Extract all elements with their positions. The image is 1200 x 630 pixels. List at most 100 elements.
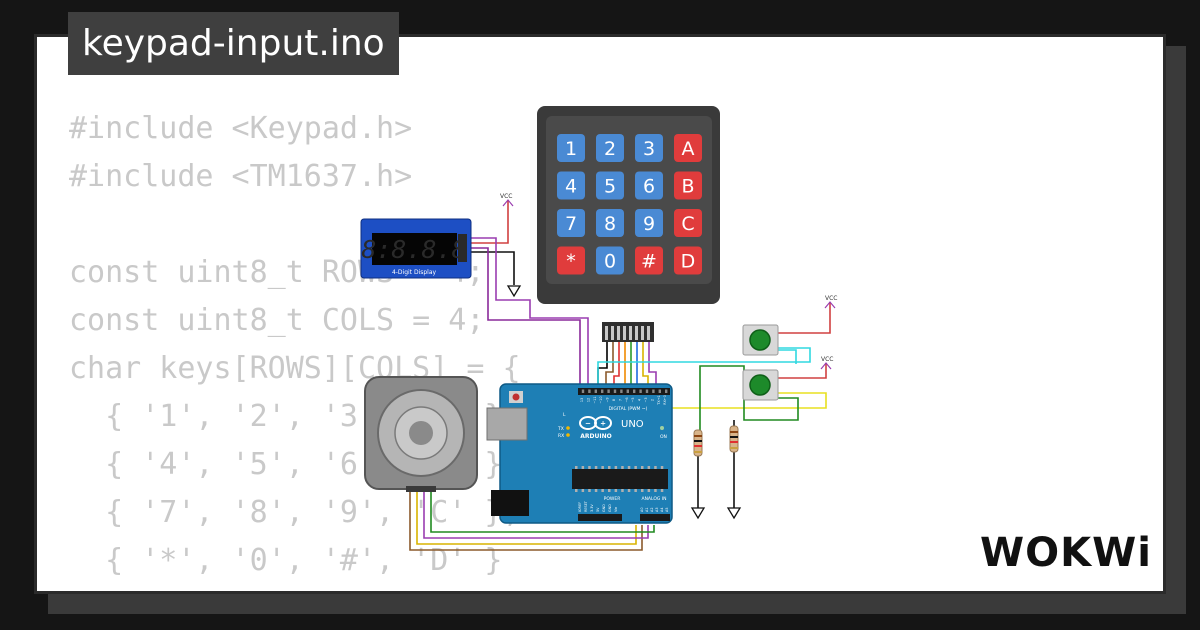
analog-pin-label: A5 (665, 508, 669, 512)
resistor-2[interactable] (729, 425, 739, 453)
pin-socket[interactable] (626, 389, 629, 394)
keypad-key[interactable]: D (674, 246, 702, 275)
code-listing: #include <Keypad.h> #include <TM1637.h> co… (69, 105, 521, 591)
digital-pin-label: ~10 (599, 396, 603, 403)
wire-button1-signal[interactable] (597, 347, 811, 388)
pin-socket[interactable] (581, 389, 585, 394)
keypad-key[interactable]: # (635, 246, 663, 275)
digital-pin-label: 13 (580, 398, 584, 402)
keypad-key[interactable]: 2 (596, 134, 624, 162)
digital-pin-label: ~11 (593, 396, 597, 403)
wire-display-vcc[interactable] (466, 200, 509, 244)
keypad-key[interactable]: 0 (596, 246, 624, 275)
keypad-connector (605, 326, 650, 340)
wire-motor-2[interactable] (416, 490, 637, 545)
wire-display-clk[interactable] (466, 237, 589, 388)
power-label: POWER (604, 496, 621, 502)
keypad-key[interactable]: * (557, 246, 585, 275)
pin-socket[interactable] (601, 389, 604, 394)
pin-socket[interactable] (620, 389, 623, 394)
keypad-key-label: B (681, 176, 694, 198)
wires (409, 200, 831, 551)
keypad-key-label: 3 (643, 138, 655, 160)
wire-button2-gnd[interactable] (699, 365, 799, 430)
wire-display-gnd[interactable] (466, 251, 515, 285)
keypad-key-label: 5 (604, 176, 616, 198)
digital-pin-label: 4 (638, 399, 642, 401)
keypad-key[interactable]: 7 (557, 209, 585, 237)
digital-pin-label: 7 (618, 399, 622, 401)
ground-symbol (726, 507, 742, 520)
pin-socket[interactable] (633, 389, 636, 394)
pin-socket[interactable] (645, 389, 649, 394)
keypad-key[interactable]: A (674, 134, 702, 162)
power-pin-label: GND (608, 504, 612, 512)
atmega-chip-pins (575, 466, 664, 492)
wire-button2-vcc[interactable] (778, 363, 827, 379)
connector-pin (611, 326, 614, 340)
code-line: #include <TM1637.h> (69, 159, 413, 194)
vcc-symbol: VCC (820, 356, 833, 370)
keypad-key[interactable]: C (674, 209, 702, 237)
pin-socket[interactable] (652, 389, 655, 394)
vcc-label: VCC (500, 193, 512, 200)
connector-pin (641, 326, 644, 340)
pushbutton-2[interactable] (742, 369, 779, 401)
pin-socket[interactable] (607, 389, 610, 394)
wire-keypad-8[interactable] (648, 342, 657, 388)
keypad-key[interactable]: 9 (635, 209, 663, 237)
keypad-key-label: A (682, 138, 695, 160)
tm1637-display[interactable]: 8:8.8.8 4-Digit Display (360, 218, 472, 279)
vcc-label: VCC (825, 295, 837, 302)
digital-pin-label: RX←0 (663, 395, 667, 405)
wire-keypad-7[interactable] (642, 342, 649, 388)
keypad-key-label: C (681, 213, 694, 235)
digital-pin-label: ~3 (644, 398, 648, 403)
ground-symbol (506, 285, 522, 298)
keypad-key[interactable]: 6 (635, 171, 663, 200)
keypad-key[interactable]: 5 (596, 171, 624, 200)
l-label: L (563, 412, 566, 418)
wire-button1-loop[interactable] (778, 349, 797, 364)
wire-keypad-2[interactable] (605, 342, 614, 388)
pin-socket[interactable] (588, 389, 591, 394)
pin-socket[interactable] (665, 389, 668, 394)
pin-socket[interactable] (613, 389, 617, 394)
pin-socket[interactable] (658, 389, 661, 394)
code-line: #include <Keypad.h> (69, 111, 413, 146)
keypad-key[interactable]: 1 (557, 134, 585, 162)
power-pin-label: RESET (584, 500, 588, 512)
connector-pin (647, 326, 650, 340)
digital-pin-label: 12 (586, 398, 590, 402)
wokwi-logo: WOKWi (980, 530, 1151, 576)
pin-socket[interactable] (639, 389, 642, 394)
keypad-key-label: 7 (565, 213, 577, 235)
keypad-key[interactable]: 3 (635, 134, 663, 162)
stepper-motor[interactable] (364, 376, 478, 492)
keypad-key[interactable]: B (674, 171, 702, 200)
code-line: const uint8_t COLS = 4; (69, 303, 485, 338)
arduino-brand: ARDUINO (580, 433, 611, 440)
analog-label: ANALOG IN (641, 496, 666, 502)
vcc-symbol: VCC (824, 295, 837, 309)
wire-display-dio[interactable] (466, 247, 581, 388)
keypad-key-label: 4 (565, 176, 577, 198)
arduino-model: UNO (621, 419, 644, 430)
resistor-1[interactable] (693, 429, 703, 457)
digital-pin-label: 8 (612, 399, 616, 401)
project-title: keypad-input.ino (68, 12, 399, 75)
power-symbols: VCC VCC VCC (500, 193, 837, 520)
pin-socket[interactable] (594, 389, 597, 394)
connector-pin (605, 326, 608, 340)
pushbutton-1[interactable] (742, 324, 779, 356)
digital-pin-label: 2 (650, 399, 654, 401)
keypad-key[interactable]: 8 (596, 209, 624, 237)
wire-motor-4[interactable] (430, 490, 655, 533)
keypad-key[interactable]: 4 (557, 171, 585, 200)
wire-button1-vcc[interactable] (778, 302, 831, 334)
connector-pin (629, 326, 632, 340)
wire-keypad-3[interactable] (613, 342, 620, 388)
